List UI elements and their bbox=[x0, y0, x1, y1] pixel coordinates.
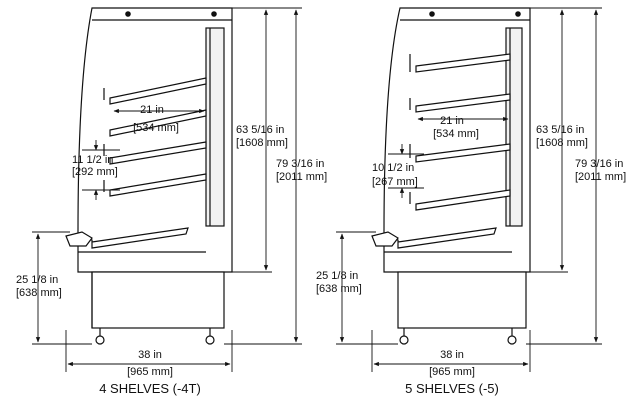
shelves-left bbox=[103, 77, 207, 197]
shelf bbox=[109, 173, 207, 197]
case-left bbox=[65, 7, 233, 345]
dims-left bbox=[32, 7, 302, 372]
shelf bbox=[415, 143, 511, 163]
shelf-spacing-metric: [267 mm] bbox=[372, 176, 418, 188]
shelf bbox=[415, 189, 511, 211]
display-height-metric: [1608 mm] bbox=[236, 137, 288, 149]
display-height-metric: [1608 mm] bbox=[536, 137, 588, 149]
overall-height-metric: [2011 mm] bbox=[276, 171, 328, 183]
base-height-imperial: 25 1/8 in bbox=[16, 274, 59, 286]
display-height-imperial: 63 5/16 in bbox=[236, 124, 285, 136]
overall-height-imperial: 79 3/16 in bbox=[575, 158, 624, 170]
caster-icon bbox=[95, 328, 215, 345]
base-height-metric: [638 mm] bbox=[16, 287, 62, 299]
shelf-depth-imperial: 21 in bbox=[440, 115, 464, 127]
dims-right bbox=[336, 7, 602, 372]
shelf bbox=[109, 141, 207, 165]
width-metric: [965 mm] bbox=[429, 366, 475, 378]
shelf bbox=[109, 109, 207, 137]
shelf bbox=[109, 77, 207, 105]
case-left-lower-cabinet bbox=[91, 271, 225, 329]
case-left-back-panel bbox=[205, 27, 225, 227]
overall-height-imperial: 79 3/16 in bbox=[276, 158, 325, 170]
caption-right: 5 SHELVES (-5) bbox=[405, 381, 499, 396]
display-height-imperial: 63 5/16 in bbox=[536, 124, 585, 136]
base-height-metric: [638 mm] bbox=[316, 283, 362, 295]
shelves-right bbox=[409, 53, 511, 211]
shelf-spacing-imperial: 11 1/2 in bbox=[72, 154, 114, 166]
width-metric: [965 mm] bbox=[127, 366, 173, 378]
overall-height-metric: [2011 mm] bbox=[575, 171, 627, 183]
shelf-depth-imperial: 21 in bbox=[140, 104, 164, 116]
width-imperial: 38 in bbox=[138, 349, 162, 361]
shelf-depth-metric: [534 mm] bbox=[433, 128, 479, 140]
base-height-imperial: 25 1/8 in bbox=[316, 270, 359, 282]
caption-left: 4 SHELVES (-4T) bbox=[99, 381, 201, 396]
shelf bbox=[415, 93, 511, 113]
shelf-spacing-metric: [292 mm] bbox=[72, 166, 118, 178]
width-imperial: 38 in bbox=[440, 349, 464, 361]
shelf bbox=[415, 53, 511, 73]
shelf-spacing-imperial: 10 1/2 in bbox=[372, 162, 415, 174]
case-right-lower-cabinet bbox=[397, 271, 527, 329]
shelf-depth-metric: [534 mm] bbox=[133, 122, 179, 134]
caster-icon bbox=[399, 328, 517, 345]
